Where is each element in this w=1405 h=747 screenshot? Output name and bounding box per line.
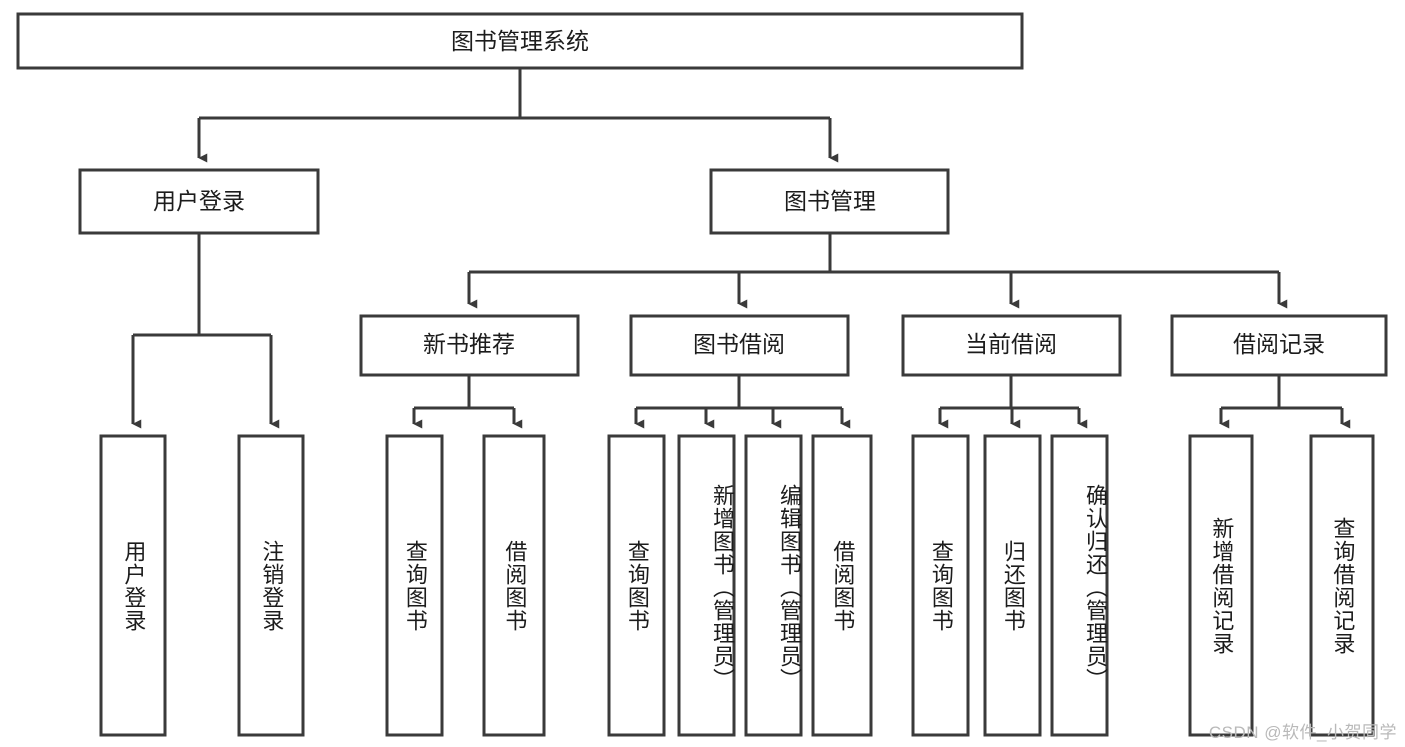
node-user-login-label: 用户登录 [153, 188, 245, 214]
leaf-query-book-borrow-label-wrap: 查询图书 [624, 539, 650, 632]
node-borrow-records[interactable]: 借阅记录 [1170, 314, 1388, 377]
leaf-add-borrow-record[interactable]: 新增借阅记录 [1188, 434, 1254, 737]
node-new-book-recommend-label: 新书推荐 [423, 331, 515, 357]
node-borrow-records-box[interactable] [1170, 314, 1388, 377]
leaf-edit-book-admin-label: 编辑图书（管理员） [777, 484, 802, 691]
node-book-management-label: 图书管理 [784, 188, 876, 214]
leaf-query-borrow-record-box[interactable] [1309, 434, 1375, 737]
leaf-query-book-current[interactable]: 查询图书 [911, 434, 970, 737]
leaf-query-book-current-box[interactable] [911, 434, 970, 737]
leaf-query-borrow-record-label: 查询借阅记录 [1330, 516, 1356, 655]
leaf-user-login-label-wrap: 用户登录 [121, 539, 147, 632]
leaf-logout-label: 注销登录 [259, 539, 285, 632]
leaf-add-book-admin-label-wrap: 新增图书（管理员） [710, 484, 735, 691]
leaf-confirm-return-admin[interactable]: 确认归还（管理员） [1050, 434, 1109, 737]
node-root-label: 图书管理系统 [451, 28, 589, 54]
node-book-management[interactable]: 图书管理 [709, 168, 950, 235]
leaf-return-book-label-wrap: 归还图书 [1000, 539, 1026, 632]
leaf-borrow-book-label: 借阅图书 [830, 539, 856, 632]
leaf-add-book-admin[interactable]: 新增图书（管理员） [677, 434, 736, 737]
leaf-add-book-admin-box[interactable] [677, 434, 736, 737]
node-book-borrow[interactable]: 图书借阅 [629, 314, 850, 377]
leaf-query-book-newbook-box[interactable] [385, 434, 444, 737]
leaf-add-borrow-record-label: 新增借阅记录 [1209, 516, 1235, 655]
node-user-login-box[interactable] [78, 168, 320, 235]
leaf-return-book-box[interactable] [983, 434, 1042, 737]
leaf-logout[interactable]: 注销登录 [237, 434, 305, 737]
leaf-return-book[interactable]: 归还图书 [983, 434, 1042, 737]
leaf-query-book-newbook-label-wrap: 查询图书 [402, 539, 428, 632]
node-root-box[interactable] [16, 12, 1024, 70]
leaf-logout-box[interactable] [237, 434, 305, 737]
node-new-book-recommend[interactable]: 新书推荐 [359, 314, 580, 377]
node-book-borrow-label: 图书借阅 [693, 331, 785, 357]
leaf-query-book-newbook-label: 查询图书 [402, 539, 428, 632]
node-new-book-recommend-box[interactable] [359, 314, 580, 377]
leaf-borrow-book-label-wrap: 借阅图书 [830, 539, 856, 632]
leaf-borrow-book-newbook-label-wrap: 借阅图书 [502, 539, 528, 632]
leaf-borrow-book-newbook-box[interactable] [482, 434, 546, 737]
leaf-query-book-borrow-box[interactable] [607, 434, 666, 737]
node-borrow-records-label: 借阅记录 [1233, 331, 1325, 357]
leaf-borrow-book[interactable]: 借阅图书 [811, 434, 873, 737]
leaf-query-book-current-label-wrap: 查询图书 [928, 539, 954, 632]
node-current-borrow-box[interactable] [901, 314, 1122, 377]
leaf-user-login[interactable]: 用户登录 [99, 434, 167, 737]
node-user-login[interactable]: 用户登录 [78, 168, 320, 235]
leaf-confirm-return-admin-box[interactable] [1050, 434, 1109, 737]
leaf-add-borrow-record-box[interactable] [1188, 434, 1254, 737]
leaf-add-borrow-record-label-wrap: 新增借阅记录 [1209, 516, 1235, 655]
leaf-confirm-return-admin-label: 确认归还（管理员） [1083, 484, 1108, 691]
leaf-query-borrow-record-label-wrap: 查询借阅记录 [1330, 516, 1356, 655]
leaf-query-book-borrow-label: 查询图书 [624, 539, 650, 632]
leaf-edit-book-admin-label-wrap: 编辑图书（管理员） [777, 484, 802, 691]
leaf-borrow-book-newbook[interactable]: 借阅图书 [482, 434, 546, 737]
leaf-borrow-book-newbook-label: 借阅图书 [502, 539, 528, 632]
leaf-confirm-return-admin-label-wrap: 确认归还（管理员） [1083, 484, 1108, 691]
leaf-borrow-book-box[interactable] [811, 434, 873, 737]
leaf-user-login-box[interactable] [99, 434, 167, 737]
leaf-query-book-borrow[interactable]: 查询图书 [607, 434, 666, 737]
leaf-query-book-newbook[interactable]: 查询图书 [385, 434, 444, 737]
node-book-management-box[interactable] [709, 168, 950, 235]
node-root[interactable]: 图书管理系统 [16, 12, 1024, 70]
leaf-logout-label-wrap: 注销登录 [259, 539, 285, 632]
leaf-query-book-current-label: 查询图书 [928, 539, 954, 632]
leaf-query-borrow-record[interactable]: 查询借阅记录 [1309, 434, 1375, 737]
leaf-add-book-admin-label: 新增图书（管理员） [710, 484, 735, 691]
leaf-edit-book-admin-box[interactable] [744, 434, 803, 737]
node-book-borrow-box[interactable] [629, 314, 850, 377]
leaf-edit-book-admin[interactable]: 编辑图书（管理员） [744, 434, 803, 737]
connector-layer [131, 68, 1351, 429]
node-current-borrow[interactable]: 当前借阅 [901, 314, 1122, 377]
leaf-user-login-label: 用户登录 [121, 539, 147, 632]
node-current-borrow-label: 当前借阅 [965, 331, 1057, 357]
leaf-return-book-label: 归还图书 [1000, 539, 1026, 632]
